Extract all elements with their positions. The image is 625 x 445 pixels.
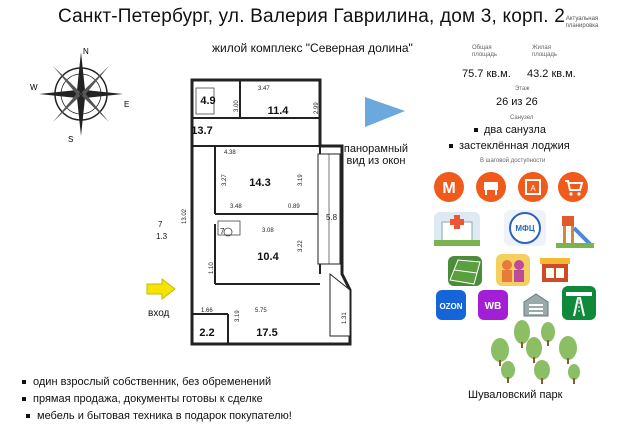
- width-label: 7: [158, 220, 163, 229]
- dim: 5.8: [326, 213, 338, 222]
- total-area-value: 75.7 кв.м.: [462, 68, 511, 80]
- total-area-label: Общая площадь: [472, 45, 498, 58]
- dim: 3.19: [298, 174, 304, 186]
- room-area: 2.2: [199, 327, 214, 339]
- page-title: Санкт-Петербург, ул. Валерия Гаврилина, …: [58, 6, 565, 27]
- svg-text:МФЦ: МФЦ: [515, 224, 534, 233]
- mfc-icon: МФЦ: [504, 210, 546, 246]
- note-item: прямая продажа, документы готовы к сделк…: [22, 391, 292, 408]
- dim: 2.99: [314, 102, 320, 114]
- dim: 3.48: [230, 204, 242, 210]
- compass-e: E: [124, 100, 129, 109]
- dim: 1.66: [201, 308, 213, 314]
- living-area-value: 43.2 кв.м.: [527, 68, 576, 80]
- dim: 3.08: [262, 228, 274, 234]
- notes-list: один взрослый собственник, без обременен…: [22, 374, 292, 425]
- room-area: 4.9: [200, 95, 215, 107]
- complex-name: жилой комплекс "Северная долина": [212, 41, 413, 55]
- dim: 5.75: [255, 308, 267, 314]
- compass-s: S: [68, 135, 73, 144]
- feature-text: застеклённая лоджия: [459, 140, 570, 152]
- children-icon: [496, 254, 530, 286]
- floor-label: Этаж: [515, 86, 530, 92]
- room-area: 10.4: [257, 251, 279, 263]
- entrance-label: вход: [148, 308, 170, 319]
- feature-text: два санузла: [484, 124, 546, 136]
- room-area: 14.3: [249, 177, 270, 189]
- playground-icon: [556, 210, 594, 248]
- dim: 4.38: [224, 150, 236, 156]
- living-area-label: Жилая площадь: [532, 45, 558, 58]
- panorama-label: панорамный вид из окон: [343, 143, 409, 167]
- park-trees-icon: [491, 320, 580, 384]
- room-area: 11.4: [268, 105, 290, 117]
- svg-text:M: M: [442, 180, 455, 197]
- sports-field-icon: [448, 256, 482, 286]
- svg-text:WB: WB: [485, 301, 502, 312]
- dim: 3.00: [234, 100, 240, 112]
- park-label: Шуваловский парк: [468, 389, 563, 401]
- svg-text:OZON: OZON: [439, 302, 462, 311]
- highway-icon: [562, 286, 596, 320]
- svg-text:A: A: [530, 184, 536, 193]
- feature-item: два санузла: [474, 124, 546, 136]
- dim: 3.22: [298, 240, 304, 252]
- hospital-icon: [434, 212, 480, 246]
- business-center-icon: [520, 288, 552, 320]
- dim: 0.89: [288, 204, 300, 210]
- room-area: 13.7: [191, 125, 212, 137]
- width-sub-label: 1.3: [156, 232, 168, 241]
- dim: 3.47: [258, 86, 270, 92]
- kindergarten-icon: [476, 172, 506, 202]
- room-area: 17.5: [256, 327, 277, 339]
- dim: 3.19: [235, 310, 241, 322]
- shop-icon: [558, 172, 588, 202]
- view-direction-arrow-icon: [365, 97, 405, 127]
- compass-w: W: [30, 83, 38, 92]
- walking-distance-label: В шаговой доступности: [480, 158, 546, 164]
- dim-extra: 7: [220, 227, 225, 236]
- school-icon: A: [518, 172, 548, 202]
- metro-icon: M: [434, 172, 464, 202]
- bathroom-label: Санузел: [510, 115, 534, 121]
- entrance-arrow-icon: [146, 278, 176, 300]
- dim: 3.27: [222, 174, 228, 186]
- wildberries-icon: WB: [478, 290, 508, 320]
- note-item: мебель и бытовая техника в подарок покуп…: [26, 408, 292, 425]
- dim: 1.10: [209, 262, 215, 274]
- ozon-icon: OZON: [436, 290, 466, 320]
- compass-rose-icon: N S E W: [30, 47, 129, 144]
- actual-plan-badge: Актуальная планировка: [565, 16, 599, 29]
- compass-n: N: [83, 47, 89, 56]
- dim: 13.02: [182, 208, 188, 224]
- floor-value: 26 из 26: [496, 96, 538, 108]
- note-item: один взрослый собственник, без обременен…: [22, 374, 292, 391]
- cafe-icon: [540, 254, 570, 286]
- feature-item: застеклённая лоджия: [449, 140, 570, 152]
- floor-plan: 4.9 11.4 13.7 14.3 10.4 2.2 17.5 3.47 3.…: [182, 78, 352, 346]
- dim: 1.31: [342, 312, 348, 324]
